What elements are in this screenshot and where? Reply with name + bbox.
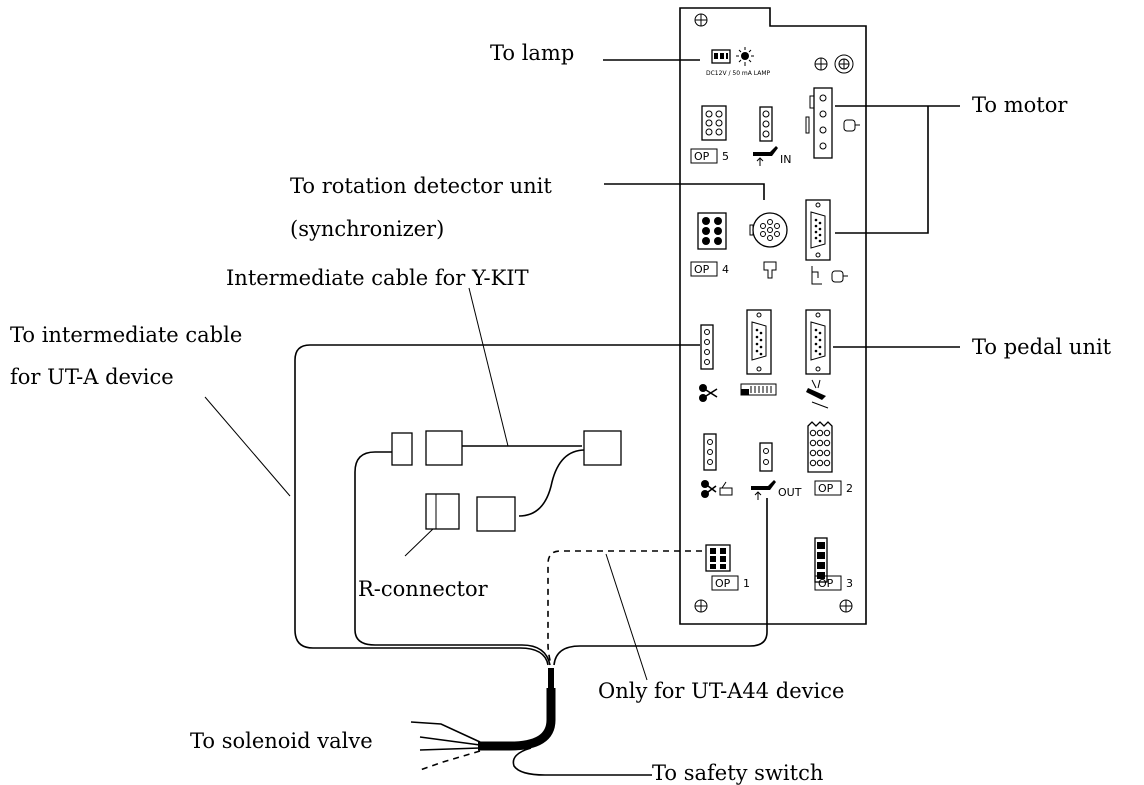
label-ut-a-2: for UT-A device <box>10 365 174 389</box>
op5-connector <box>701 105 727 141</box>
svg-text:IN: IN <box>780 153 791 166</box>
label-to-lamp: To lamp <box>490 41 574 65</box>
op3-label: OP 3 <box>814 575 853 591</box>
svg-text:OUT: OUT <box>778 486 802 499</box>
out-connector <box>759 442 773 472</box>
dsub-pedal-connector <box>805 309 831 375</box>
label-to-pedal: To pedal unit <box>972 335 1112 359</box>
lamp-icon <box>736 47 754 66</box>
keypad-icon <box>740 383 777 396</box>
trimmer-connector <box>700 324 714 370</box>
cable-harness <box>294 344 768 776</box>
svg-text:OP: OP <box>818 482 834 495</box>
pedal-icon <box>806 379 829 409</box>
label-rotation-detector: To rotation detector unit <box>290 174 552 198</box>
in-connector <box>759 106 773 142</box>
svg-text:OP: OP <box>694 263 710 276</box>
svg-text:2: 2 <box>846 482 853 495</box>
ground-icon <box>814 54 854 74</box>
op4-connector <box>697 212 727 250</box>
op5-label: OP 5 <box>690 148 729 164</box>
presser-foot-connector <box>703 433 717 471</box>
scissors-icon <box>699 384 718 402</box>
op3-connector <box>814 537 828 583</box>
synchronizer-connector <box>749 212 788 248</box>
dsub-motor-connector <box>805 199 831 261</box>
presser-foot-icon <box>701 480 733 498</box>
op2-connector <box>807 421 833 473</box>
motor-connector <box>805 87 833 159</box>
sensor-icon-in: IN <box>753 146 791 166</box>
label-solenoid: To solenoid valve <box>190 729 373 753</box>
label-r-connector: R-connector <box>358 577 489 601</box>
mounting-screw-bottom-left <box>694 599 708 613</box>
motor-detector-icon <box>811 266 848 285</box>
op1-label: OP 1 <box>711 575 750 591</box>
thread-trimmer-icon: OUT <box>751 480 802 500</box>
motor-icon <box>843 119 860 132</box>
label-y-kit: Intermediate cable for Y-KIT <box>226 266 529 290</box>
label-safety-switch: To safety switch <box>652 761 823 785</box>
svg-text:4: 4 <box>722 263 729 276</box>
synchronizer-icon <box>763 261 777 279</box>
cable-connectors <box>391 430 622 532</box>
op2-label: OP 2 <box>814 480 853 496</box>
op4-label: OP 4 <box>690 261 729 277</box>
label-to-motor: To motor <box>972 93 1068 117</box>
text-labels: To lamp To motor To rotation detector un… <box>10 41 1112 785</box>
label-synchronizer: (synchronizer) <box>290 217 444 241</box>
svg-text:OP: OP <box>694 150 710 163</box>
leader-lines <box>204 59 960 681</box>
lamp-connector <box>711 49 731 64</box>
svg-text:3: 3 <box>846 577 853 590</box>
svg-text:1: 1 <box>743 577 750 590</box>
svg-text:OP: OP <box>818 577 834 590</box>
label-ut-a-1: To intermediate cable <box>10 323 242 347</box>
svg-text:OP: OP <box>715 577 731 590</box>
mounting-screw-bottom-right <box>839 599 853 613</box>
control-board: DC12V / 50 mA LAMP OP 5 IN <box>679 7 867 625</box>
lamp-spec-text: DC12V / 50 mA LAMP <box>706 70 771 77</box>
op1-connector <box>705 544 731 572</box>
dsub-keypad-connector <box>746 309 772 375</box>
mounting-screw-top-left <box>694 13 708 27</box>
label-ut-a44: Only for UT-A44 device <box>598 679 844 703</box>
svg-text:5: 5 <box>722 150 729 163</box>
